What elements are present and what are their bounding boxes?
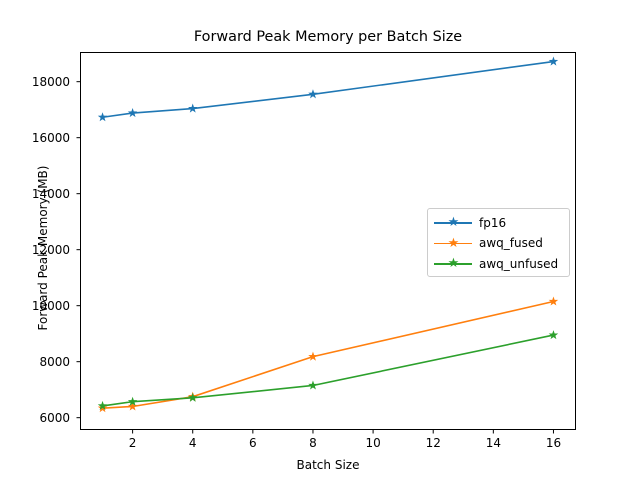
legend-line-icon xyxy=(434,242,472,245)
y-axis-label: Forward Peak Memory (MB) xyxy=(36,165,50,331)
y-tick-label-14000: 14000 xyxy=(31,186,70,201)
legend-item-fp16[interactable]: ★ fp16 xyxy=(434,213,506,233)
y-tick-label-10000: 10000 xyxy=(31,298,70,313)
legend-star-icon: ★ xyxy=(447,215,460,230)
legend-label-fp16: fp16 xyxy=(479,215,507,230)
x-axis-label: Batch Size xyxy=(296,458,360,472)
y-tick-label-16000: 16000 xyxy=(31,130,70,145)
legend-label-awq_fused: awq_fused xyxy=(479,236,543,250)
legend-star-icon: ★ xyxy=(447,256,460,271)
y-tick-label-8000: 8000 xyxy=(39,354,70,369)
legend-swatch-awq_unfused: ★ xyxy=(434,257,472,271)
x-tick-label-10: 10 xyxy=(365,436,381,450)
y-tick-label-18000: 18000 xyxy=(31,74,70,89)
x-tick-label-12: 12 xyxy=(425,436,441,450)
legend-label-awq_unfused: awq_unfused xyxy=(479,256,559,271)
legend-item-awq_unfused[interactable]: ★ awq_unfused xyxy=(434,254,558,274)
legend-star-icon: ★ xyxy=(447,235,460,251)
legend[interactable]: ★ fp16 ★ awq_fused ★ awq_unfused xyxy=(427,208,570,277)
y-tick-label-6000: 6000 xyxy=(39,410,70,425)
y-tick-label-12000: 12000 xyxy=(31,242,70,257)
legend-item-awq_fused[interactable]: ★ awq_fused xyxy=(434,234,543,254)
legend-swatch-awq_fused: ★ xyxy=(434,237,472,251)
plot-area xyxy=(80,52,576,430)
x-tick-label-14: 14 xyxy=(485,436,501,450)
legend-swatch-fp16: ★ xyxy=(434,216,472,230)
x-tick-label-4: 4 xyxy=(188,436,197,450)
x-tick-label-16: 16 xyxy=(545,436,562,450)
chart-title: Forward Peak Memory per Batch Size xyxy=(193,29,463,45)
x-tick-label-8: 8 xyxy=(309,436,317,450)
x-tick-label-2: 2 xyxy=(128,436,137,450)
legend-line-icon xyxy=(434,222,472,224)
x-tick-label-6: 6 xyxy=(249,436,257,450)
legend-line-icon xyxy=(434,263,472,265)
